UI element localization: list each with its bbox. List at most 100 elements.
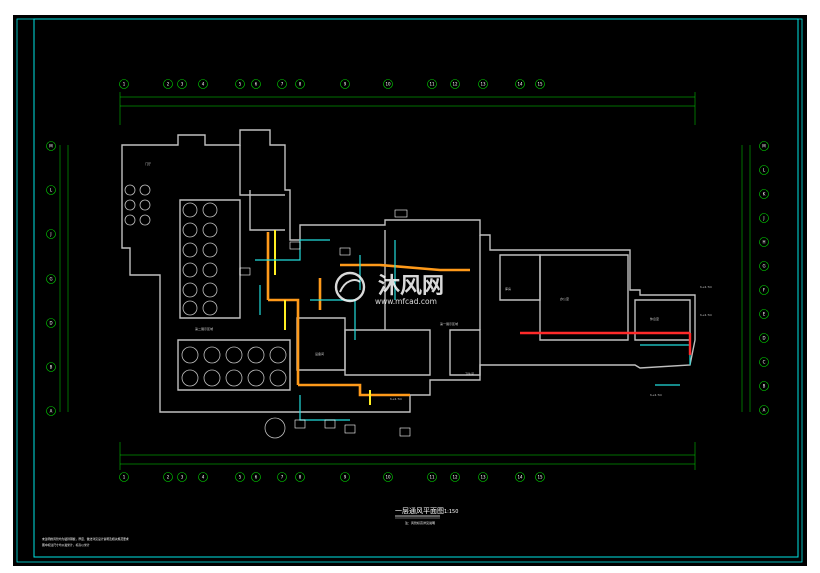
watermark: 沐风网 www.mfcad.com [334, 271, 444, 306]
axis-bubble [759, 309, 769, 319]
axis-label: B [50, 365, 53, 370]
axis-label: M [762, 144, 766, 149]
axis-label: K [763, 192, 766, 197]
room-label: 办公室 [560, 296, 569, 301]
note-line: 未注明的风管均为镀锌钢板，厚度、做法详见设计说明及相关规范要求 [42, 537, 129, 541]
room-label: 卫生间 [465, 371, 474, 376]
axis-label: 1 [123, 82, 126, 87]
axis-bubble [427, 472, 437, 482]
axis-bubble [295, 472, 305, 482]
axis-label: B [763, 384, 766, 389]
room-label: 第二展示区域 [195, 326, 213, 331]
axis-label: J [762, 216, 764, 221]
axis-bubble [46, 185, 56, 195]
axis-bubble [383, 472, 393, 482]
inner-frame [33, 18, 799, 558]
axis-label: 4 [202, 475, 205, 480]
axis-bubble [759, 261, 769, 271]
axis-bubble [277, 472, 287, 482]
room-label: 第一展示区域 [440, 321, 458, 326]
axis-label: D [49, 321, 52, 326]
axis-bubble [198, 79, 208, 89]
room-label: 休息室 [650, 316, 659, 321]
axis-bubble [478, 79, 488, 89]
axis-bubble [340, 472, 350, 482]
bottom-dimension-lines [119, 442, 696, 470]
axis-bubble [295, 79, 305, 89]
axis-label: J [49, 232, 51, 237]
axis-bubble [515, 472, 525, 482]
axis-label: 15 [537, 82, 543, 87]
watermark-cn: 沐风网 [378, 274, 444, 299]
axis-bubble [759, 237, 769, 247]
duct-yellow [274, 230, 371, 405]
axis-bubble [759, 141, 769, 151]
axis-label: 1 [123, 475, 126, 480]
axis-label: 6 [255, 82, 258, 87]
axis-bubble [119, 472, 129, 482]
axis-bubble [478, 472, 488, 482]
axis-bubble [46, 362, 56, 372]
axis-label: 10 [385, 475, 391, 480]
axis-bubble [177, 472, 187, 482]
watermark-en: www.mfcad.com [375, 297, 437, 306]
axis-label: G [762, 264, 765, 269]
axis-bubble [198, 472, 208, 482]
axis-bubble [340, 79, 350, 89]
axis-label: G [49, 277, 52, 282]
room-label: 设备间 [315, 351, 324, 356]
axis-bubble [450, 79, 460, 89]
axis-label: 2 [167, 82, 170, 87]
tank-row-left [124, 184, 287, 439]
axis-bubble [163, 472, 173, 482]
axis-label: 13 [480, 475, 486, 480]
axis-label: 11 [429, 475, 435, 480]
axis-bubble [759, 333, 769, 343]
axis-label: 10 [385, 82, 391, 87]
axis-label: 5 [239, 82, 242, 87]
axis-label: E [763, 312, 766, 317]
left-dimension-lines [59, 145, 69, 412]
axis-label: 3 [181, 475, 184, 480]
axis-bubble [535, 79, 545, 89]
axis-label: 12 [452, 475, 458, 480]
axis-bubble [759, 165, 769, 175]
room-label: 库房 [505, 286, 511, 291]
axis-bubble [235, 472, 245, 482]
axis-label: L [763, 168, 766, 173]
axis-bubble [235, 79, 245, 89]
axis-bubble [46, 229, 56, 239]
axis-bubble [535, 472, 545, 482]
elevation-label: h+2.7m [650, 393, 662, 397]
axis-label: 12 [452, 82, 458, 87]
axis-label: 11 [429, 82, 435, 87]
axis-bubble [177, 79, 187, 89]
axis-label: 2 [167, 475, 170, 480]
axis-label: A [763, 408, 766, 413]
drawing-subtitle: 注：风管标高详见说明 [405, 520, 435, 525]
duct-red [520, 331, 692, 355]
axis-label: 8 [299, 475, 302, 480]
axis-bubble [759, 405, 769, 415]
axis-bubble [46, 406, 56, 416]
axis-bubble [759, 213, 769, 223]
axis-bubble [759, 381, 769, 391]
axis-bubble [383, 79, 393, 89]
axis-bubble [46, 318, 56, 328]
elevation-label: h+2.7m [390, 397, 402, 401]
axis-label: 9 [344, 82, 347, 87]
axis-label: 6 [255, 475, 258, 480]
room-label: 门厅 [145, 161, 151, 166]
axis-label: 13 [480, 82, 486, 87]
axis-label: 4 [202, 82, 205, 87]
axis-label: 8 [299, 82, 302, 87]
axis-label: 7 [281, 82, 284, 87]
axis-label: 5 [239, 475, 242, 480]
axis-bubble [46, 274, 56, 284]
axis-label: 3 [181, 82, 184, 87]
